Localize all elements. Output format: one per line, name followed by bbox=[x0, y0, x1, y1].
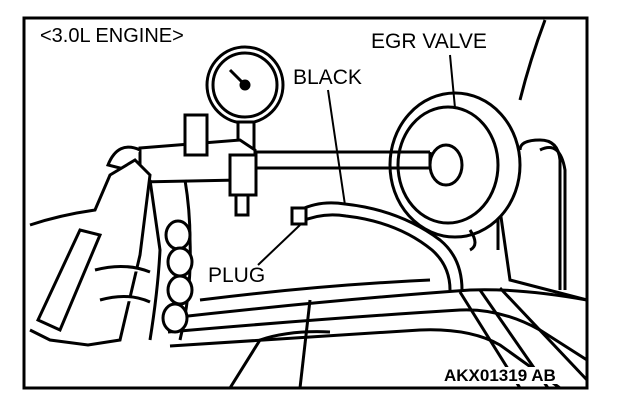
vacuum-tube bbox=[255, 150, 432, 170]
plug-label: PLUG bbox=[208, 264, 266, 287]
hand bbox=[29, 158, 152, 347]
black-hose bbox=[290, 201, 464, 291]
egr-valve-label: EGR VALVE bbox=[371, 30, 487, 53]
vacuum-pump bbox=[105, 113, 258, 341]
vacuum-gauge bbox=[205, 45, 285, 154]
engine-hoses bbox=[167, 278, 589, 390]
figure-border bbox=[22, 16, 589, 390]
figure-code: AKX01319 AB bbox=[442, 366, 558, 385]
engine-label: <3.0L ENGINE> bbox=[40, 25, 184, 47]
leader-lines bbox=[257, 54, 456, 266]
egr-valve-shape bbox=[388, 91, 522, 252]
black-label: BLACK bbox=[293, 66, 362, 89]
